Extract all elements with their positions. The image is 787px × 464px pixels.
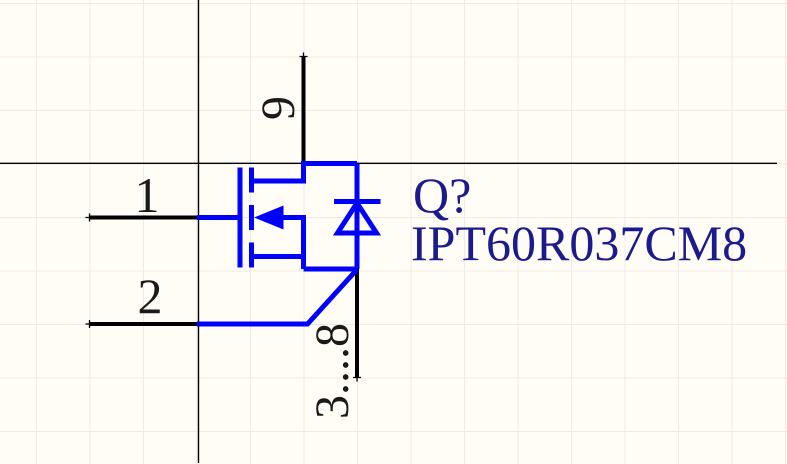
pin-3-8-number-label: 3....8 — [305, 323, 359, 419]
pin-9-number-label: 9 — [251, 96, 305, 120]
body-arrow-icon — [254, 205, 284, 230]
component-comment[interactable]: IPT60R037CM8 — [411, 215, 748, 271]
mosfet-symbol[interactable] — [197, 161, 382, 327]
body-diode[interactable] — [332, 163, 382, 270]
drain-connection[interactable] — [253, 163, 306, 184]
pin-end-cross-icon — [299, 52, 308, 61]
component-pins[interactable] — [89, 57, 359, 378]
pin-2-number-label: 2 — [137, 268, 163, 324]
diode-triangle-icon — [332, 198, 382, 236]
pin-end-cross-icon — [85, 213, 94, 222]
pin-1-number-label: 1 — [134, 167, 160, 223]
pin-end-cross-icon — [353, 373, 361, 382]
pin-end-markers — [85, 52, 361, 382]
component-designator[interactable]: Q? — [413, 167, 472, 223]
pin-end-cross-icon — [85, 320, 94, 328]
source-wire[interactable] — [197, 267, 359, 327]
